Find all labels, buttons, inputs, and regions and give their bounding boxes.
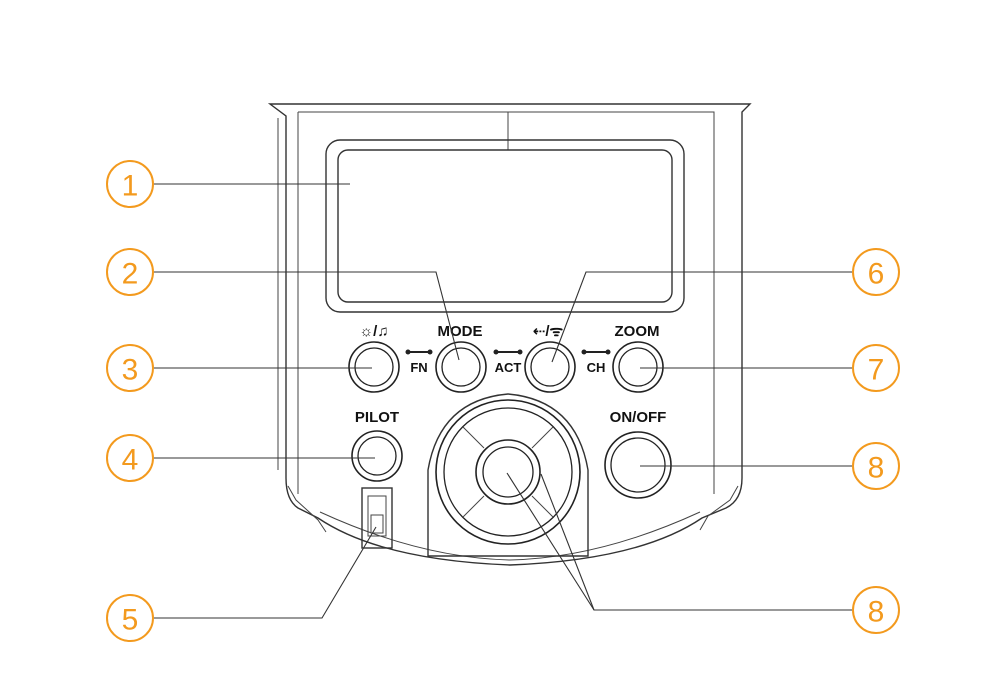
svg-text:7: 7 [868,354,885,387]
svg-text:1: 1 [122,170,139,203]
callout-5: 5 [106,594,154,642]
ch-label: CH [587,360,606,375]
callout-8-power: 8 [852,442,900,490]
callout-4: 4 [106,434,154,482]
dpad-housing [427,393,589,557]
ch-combo-indicator [581,349,611,355]
lcd-screen [325,139,685,313]
sync-wireless-label: ⇠/ᯤ [533,323,564,340]
fn-label: FN [410,360,427,375]
light-music-button[interactable] [348,341,400,393]
light-music-label: ☼/♫ [359,323,388,340]
callout-3: 3 [106,344,154,392]
svg-text:4: 4 [122,444,139,477]
zoom-button[interactable] [612,341,664,393]
svg-text:8: 8 [868,452,885,485]
lock-switch[interactable] [361,487,393,549]
sync-wireless-button[interactable] [524,341,576,393]
svg-text:2: 2 [122,258,139,291]
act-combo-indicator [493,349,523,355]
callout-2: 2 [106,248,154,296]
device-body [267,103,752,566]
svg-text:3: 3 [122,354,139,387]
svg-text:8: 8 [868,596,885,629]
act-label: ACT [495,360,522,375]
callout-7: 7 [852,344,900,392]
dpad-center-button[interactable] [475,439,541,505]
callout-leaders [154,183,852,619]
svg-text:5: 5 [122,604,139,637]
mode-label: MODE [438,323,483,340]
callout-8-dial: 8 [852,586,900,634]
callout-6: 6 [852,248,900,296]
mode-button[interactable] [435,341,487,393]
zoom-label: ZOOM [615,323,660,340]
svg-text:6: 6 [868,258,885,291]
pilot-label: PILOT [355,409,399,426]
pilot-button[interactable] [351,430,403,482]
fn-combo-indicator [405,349,433,355]
power-button[interactable] [604,431,672,499]
on-off-label: ON/OFF [610,409,667,426]
callout-1: 1 [106,160,154,208]
